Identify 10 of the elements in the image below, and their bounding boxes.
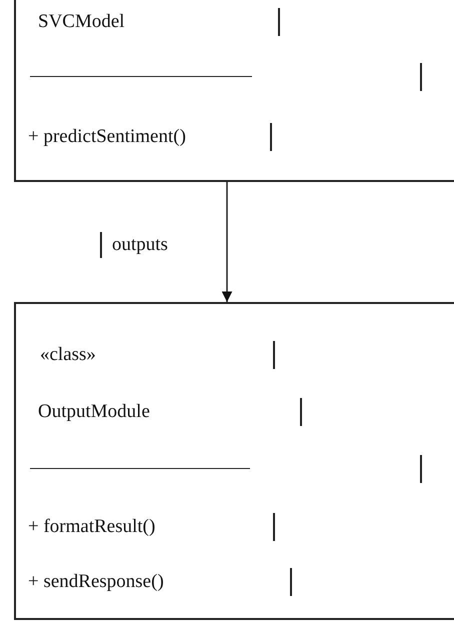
class-box — [14, 302, 454, 620]
class-member-text: + predictSentiment() — [27, 126, 186, 148]
arrow — [222, 182, 232, 302]
class-member-text: SVCModel — [37, 11, 125, 33]
class-box — [14, 0, 454, 182]
class-member-text: + sendResponse() — [27, 571, 164, 593]
class-member-text: + formatResult() — [27, 516, 156, 538]
class-member-text: OutputModule — [37, 401, 150, 423]
stereotype-text: «class» — [39, 344, 96, 366]
edge-label: outputs — [100, 232, 168, 258]
